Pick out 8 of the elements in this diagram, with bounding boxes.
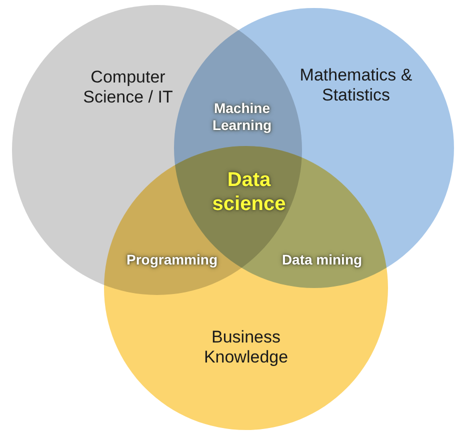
overlap-label: Programming <box>125 252 218 268</box>
venn-circle <box>104 146 388 430</box>
circle-label: Business Knowledge <box>202 328 290 368</box>
center-label: Data science <box>211 168 287 216</box>
overlap-label: Machine Learning <box>211 100 273 134</box>
circle-label: Computer Science / IT <box>82 68 174 108</box>
overlap-label: Data mining <box>280 252 364 268</box>
circle-label: Mathematics & Statistics <box>298 66 414 106</box>
